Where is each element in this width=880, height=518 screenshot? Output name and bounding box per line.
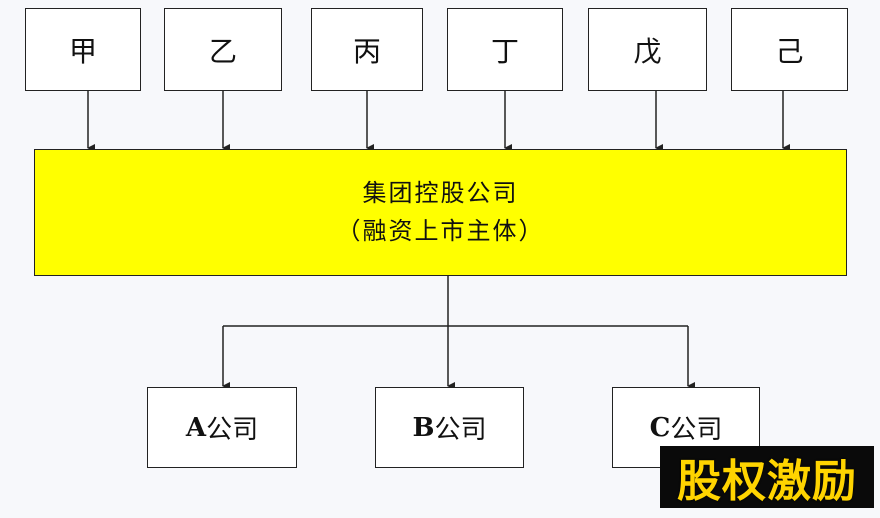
shareholder-box-bing: 丙	[311, 8, 423, 91]
shareholder-box-yi: 乙	[164, 8, 282, 91]
shareholder-label: 戊	[633, 34, 662, 68]
subsidiary-suffix: 公司	[206, 415, 259, 445]
subsidiary-suffix: 公司	[670, 415, 723, 445]
shareholder-label: 丁	[490, 34, 519, 68]
subsidiary-letter: C	[649, 412, 671, 443]
shareholder-label: 乙	[208, 34, 237, 68]
shareholder-box-ding: 丁	[447, 8, 563, 91]
shareholder-box-ji: 己	[731, 8, 848, 91]
shareholder-box-wu: 戊	[588, 8, 707, 91]
holding-company-note: （融资上市主体）	[336, 216, 545, 245]
holding-company-name: 集团控股公司	[362, 179, 519, 208]
subsidiary-letter: A	[185, 412, 207, 443]
holding-company-box: 集团控股公司 （融资上市主体）	[34, 149, 847, 276]
shareholder-label: 甲	[68, 34, 97, 68]
shareholder-box-jia: 甲	[25, 8, 141, 91]
subsidiary-letter: B	[412, 412, 435, 443]
watermark-badge: 股权激励	[660, 446, 874, 508]
shareholder-label: 丙	[352, 34, 381, 68]
subsidiary-suffix: 公司	[434, 415, 487, 445]
shareholder-label: 己	[775, 34, 804, 68]
